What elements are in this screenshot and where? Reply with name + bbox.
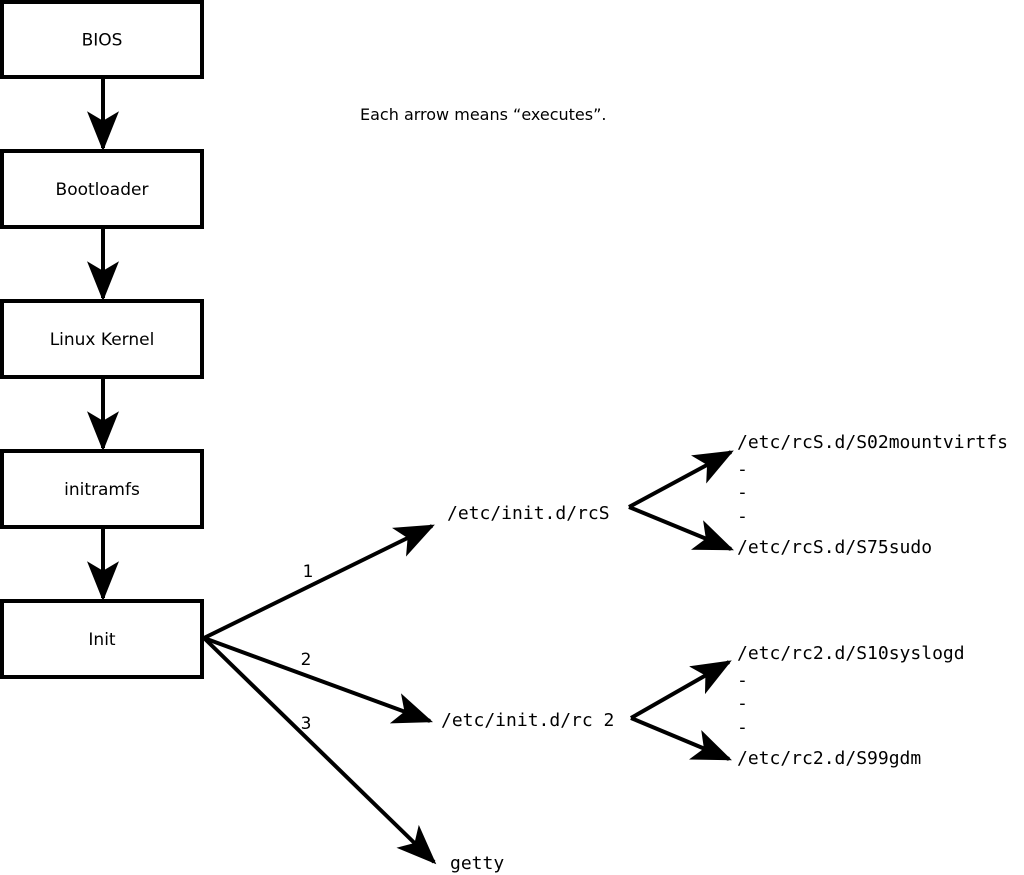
arrow-init-to-rc2 (203, 636, 434, 724)
label-rc2-last-script: /etc/rc2.d/S99gdm (737, 748, 921, 769)
arrow-rc2-to-first-script (630, 660, 732, 720)
label-getty: getty (450, 853, 504, 874)
rcs-ellipsis-dash-1: - (737, 459, 748, 480)
box-bootloader-label: Bootloader (56, 180, 149, 200)
box-bios-rect (0, 0, 204, 79)
label-init-d-rc2: /etc/init.d/rc 2 (441, 710, 614, 731)
box-init: Init (0, 599, 204, 679)
box-initramfs-rect (0, 449, 204, 529)
rc2-ellipsis-dash-1: - (737, 670, 748, 691)
arrow-init-to-rcs (203, 524, 435, 640)
arrow-rc2-to-last-script (630, 716, 732, 761)
arrow-rcs-to-first-script (628, 450, 734, 509)
label-init-d-rcs: /etc/init.d/rcS (447, 503, 610, 524)
box-linux-kernel: Linux Kernel (0, 299, 204, 379)
rc2-ellipsis-dash-3: - (737, 717, 748, 738)
box-bios: BIOS (0, 0, 204, 79)
arrow-init-to-getty (202, 636, 437, 865)
box-initramfs: initramfs (0, 449, 204, 529)
box-linux-kernel-label: Linux Kernel (50, 330, 155, 350)
box-init-label: Init (88, 630, 116, 650)
label-rcs-first-script: /etc/rcS.d/S02mountvirtfs (737, 432, 1008, 453)
rcs-ellipsis-dash-3: - (737, 506, 748, 527)
rcs-ellipsis-dash-2: - (737, 482, 748, 503)
label-rcs-last-script: /etc/rcS.d/S75sudo (737, 537, 932, 558)
arrow-number-1: 1 (303, 562, 314, 582)
arrow-number-3: 3 (301, 714, 312, 734)
box-bios-label: BIOS (82, 31, 123, 51)
arrow-rcs-to-last-script (628, 505, 734, 551)
rc2-ellipsis-dash-2: - (737, 693, 748, 714)
arrow-number-2: 2 (301, 650, 312, 670)
diagram-caption: Each arrow means “executes”. (360, 105, 606, 124)
box-initramfs-label: initramfs (64, 480, 140, 500)
label-rc2-first-script: /etc/rc2.d/S10syslogd (737, 643, 965, 664)
box-bootloader: Bootloader (0, 149, 204, 229)
